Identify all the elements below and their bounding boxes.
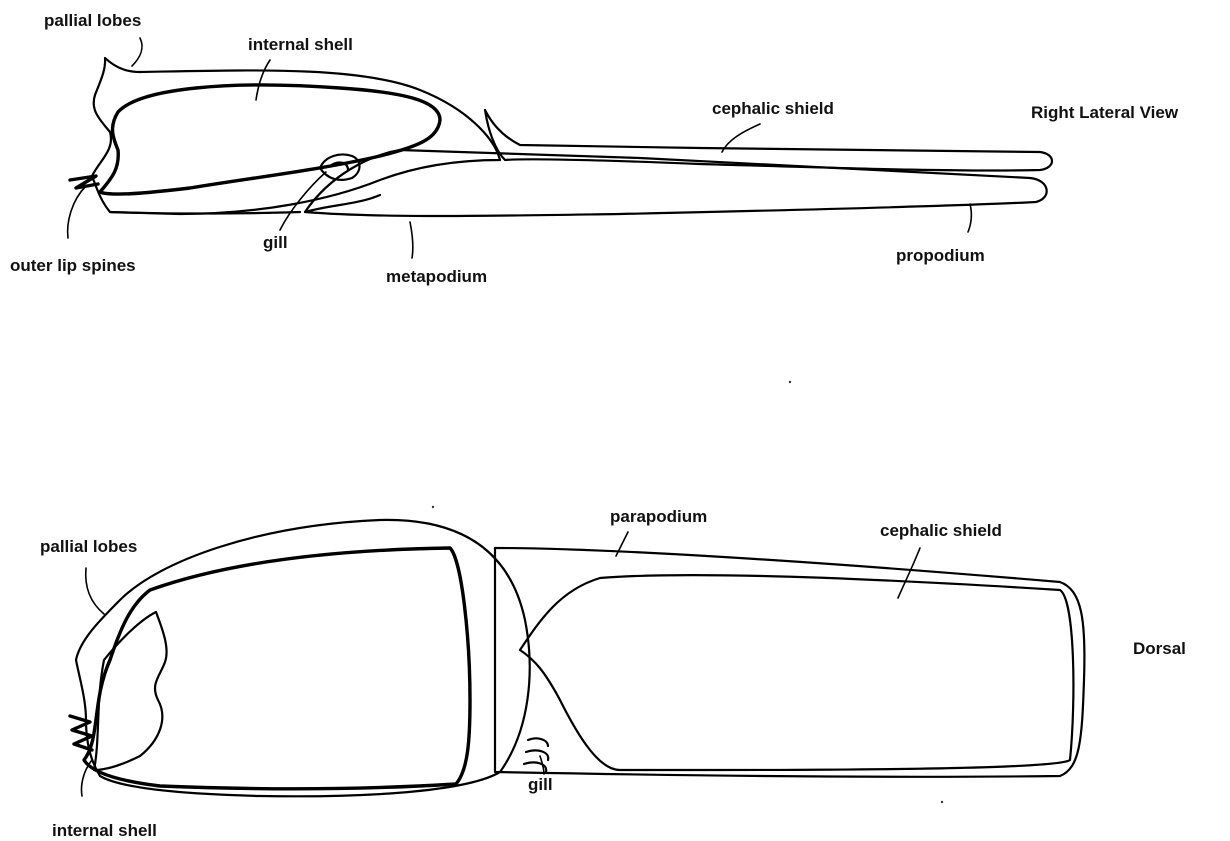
dorsal-gill-shape xyxy=(524,738,548,772)
label-lateral-metapodium: metapodium xyxy=(386,267,487,286)
label-dorsal-view-title: Dorsal xyxy=(1133,639,1186,658)
label-lateral-propodium: propodium xyxy=(896,246,985,265)
dorsal-pallial-mantle-shape xyxy=(76,520,530,796)
dorsal-view xyxy=(70,520,1084,796)
lateral-cephalic-shield-shape xyxy=(485,110,1052,171)
label-lateral-gill: gill xyxy=(263,233,288,252)
label-dorsal-gill: gill xyxy=(528,775,553,794)
label-dorsal-cephalic-shield: cephalic shield xyxy=(880,521,1002,540)
label-dorsal-internal-shell: internal shell xyxy=(52,821,157,840)
label-lateral-internal-shell: internal shell xyxy=(248,35,353,54)
lateral-view xyxy=(70,58,1052,216)
label-lateral-outer-lip-spines: outer lip spines xyxy=(10,256,136,275)
dorsal-internal-shell-shape xyxy=(84,548,470,789)
label-lateral-cephalic-shield: cephalic shield xyxy=(712,99,834,118)
label-lateral-view-title: Right Lateral View xyxy=(1031,103,1179,122)
label-dorsal-pallial-lobes: pallial lobes xyxy=(40,537,137,556)
label-dorsal-parapodium: parapodium xyxy=(610,507,707,526)
lateral-propodium-shape xyxy=(305,150,1047,216)
dorsal-cephalic-shield-shape xyxy=(520,575,1073,770)
label-lateral-pallial-lobes: pallial lobes xyxy=(44,11,141,30)
